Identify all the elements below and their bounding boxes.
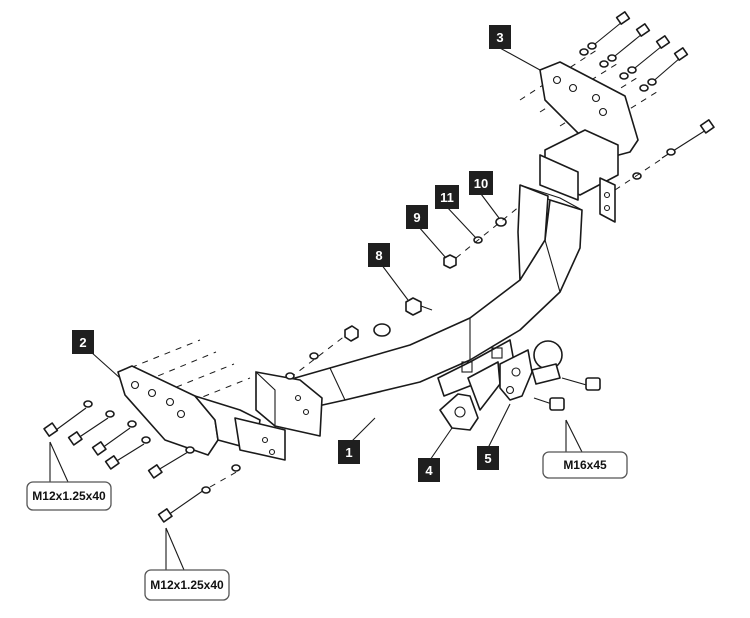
bolt-set-side-right [614, 119, 715, 191]
callout-9: 9 [406, 205, 428, 229]
left-mounting-bracket [43, 339, 286, 523]
svg-text:9: 9 [413, 210, 420, 225]
tow-ball [499, 340, 601, 411]
bolt-hole [598, 107, 608, 117]
alignment-line [519, 47, 601, 101]
callout-2: 2 [72, 330, 94, 354]
bolt-hole [591, 93, 601, 103]
bolt-hole [552, 75, 562, 85]
callout-4: 4 [418, 458, 440, 482]
svg-text:3: 3 [496, 30, 503, 45]
svg-text:4: 4 [425, 463, 433, 478]
bracket-end-plate [599, 177, 616, 223]
svg-text:M12x1.25x40: M12x1.25x40 [150, 578, 224, 592]
spec-label-ball-bolts: M16x45 [542, 451, 628, 479]
tow-ball-neck [531, 363, 561, 385]
spec-label-left-bolts: M12x1.25x40 [26, 481, 112, 511]
bolt-hole [603, 191, 611, 199]
svg-text:1: 1 [345, 445, 352, 460]
collar-nut [373, 323, 391, 337]
callout-1: 1 [338, 440, 360, 464]
svg-text:8: 8 [375, 248, 382, 263]
bracket-plate [117, 365, 219, 456]
bolt-set-bottom [157, 469, 241, 523]
socket-plate-body [439, 393, 479, 431]
bolt-set-left [43, 400, 241, 479]
callout-11: 11 [435, 185, 459, 209]
bolt-m16 [549, 397, 565, 411]
bracket-plate [539, 61, 639, 161]
bracket-side [539, 154, 579, 201]
callout-8: 8 [368, 243, 390, 267]
svg-text:2: 2 [79, 335, 86, 350]
nut [344, 325, 359, 342]
nut-8 [405, 297, 422, 316]
crossbar-end [517, 184, 549, 281]
crossbar [255, 184, 583, 437]
center-fasteners [405, 205, 521, 316]
svg-text:M12x1.25x40: M12x1.25x40 [32, 489, 106, 503]
spec-label-bottom-bolts: M12x1.25x40 [144, 569, 230, 601]
right-mounting-bracket [519, 11, 715, 223]
bolt-hole [603, 204, 611, 212]
svg-text:M16x45: M16x45 [563, 458, 607, 472]
svg-text:5: 5 [484, 451, 491, 466]
leader-lines [49, 47, 583, 571]
callout-5: 5 [477, 446, 499, 470]
svg-text:11: 11 [440, 190, 454, 205]
bolt-m16 [585, 377, 601, 391]
crossbar-fasteners [285, 323, 391, 380]
crossbar-body [294, 199, 583, 411]
bolt-hole [568, 83, 578, 93]
callout-10: 10 [469, 171, 493, 195]
callout-3: 3 [489, 25, 511, 49]
tow-ball-sphere [533, 340, 563, 370]
nut-9 [443, 254, 457, 269]
svg-text:10: 10 [474, 176, 488, 191]
bolt-set-top-right [579, 11, 689, 92]
